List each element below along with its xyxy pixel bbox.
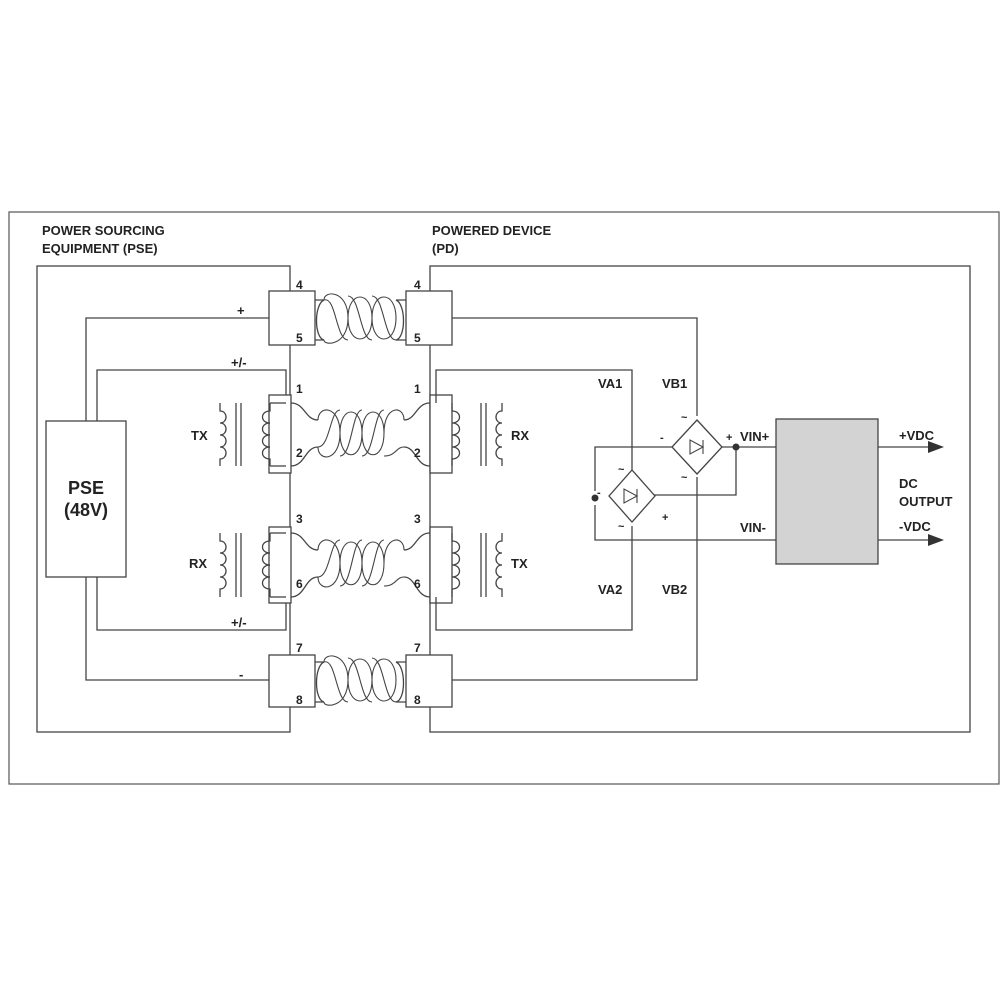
- pd-rx-label: RX: [511, 428, 529, 443]
- pse-box-label: PSE: [68, 478, 104, 498]
- pse-minus-label: -: [239, 667, 243, 682]
- pse-pin-4: 4: [296, 278, 303, 292]
- pse-section-title-line2: EQUIPMENT (PSE): [42, 241, 158, 256]
- bridge-a-tilde-top: ~: [618, 464, 625, 476]
- pse-wiring: [85, 317, 287, 681]
- pd-section-title-line1: POWERED DEVICE: [432, 223, 552, 238]
- minus-vdc-label: -VDC: [899, 519, 931, 534]
- outer-frame: [8, 211, 1000, 785]
- pse-section-title-line1: POWER SOURCING: [42, 223, 165, 238]
- bridge-a-tilde-bottom: ~: [618, 521, 625, 533]
- pse-pin-6: 6: [296, 577, 303, 591]
- pse-rx-transformer: [219, 532, 286, 598]
- bridge-rectifier-a: [608, 469, 656, 523]
- pse-pin-8: 8: [296, 693, 303, 707]
- pair-3-6-cable: [268, 526, 453, 604]
- pse-plus-label: +: [237, 303, 245, 318]
- vin-minus-label: VIN-: [740, 520, 766, 535]
- dc-output-arrows: [878, 441, 944, 546]
- plus-vdc-label: +VDC: [899, 428, 935, 443]
- pd-pin-1: 1: [414, 382, 421, 396]
- bridge-b-minus: -: [660, 432, 664, 444]
- bridge-b-tilde-top: ~: [681, 412, 688, 424]
- pse-voltage-label: (48V): [64, 500, 108, 520]
- dc-output-label-line2: OUTPUT: [899, 494, 953, 509]
- bridge-a-plus: +: [662, 512, 668, 524]
- pse-pin-3: 3: [296, 512, 303, 526]
- dc-output-label-line1: DC: [899, 476, 918, 491]
- bridge-negative-junction-dot: [591, 494, 599, 502]
- pd-pin-6: 6: [414, 577, 421, 591]
- vb2-label: VB2: [662, 582, 687, 597]
- pd-pin-4: 4: [414, 278, 421, 292]
- pse-pin-5: 5: [296, 331, 303, 345]
- pd-pin-2: 2: [414, 446, 421, 460]
- bridge-b-tilde-bottom: ~: [681, 472, 688, 484]
- pd-tx-label: TX: [511, 556, 528, 571]
- pd-section-title-line2: (PD): [432, 241, 459, 256]
- pd-pin-3: 3: [414, 512, 421, 526]
- pse-tx-label: TX: [191, 428, 208, 443]
- pse-plus-minus-lower-label: +/-: [231, 615, 247, 630]
- bridge-rectifier-b: [671, 419, 723, 475]
- pse-pin-2: 2: [296, 446, 303, 460]
- vin-plus-label: VIN+: [740, 429, 770, 444]
- pd-pin-7: 7: [414, 641, 421, 655]
- pd-wiring: [435, 317, 776, 681]
- va1-label: VA1: [598, 376, 622, 391]
- pd-tx-transformer: [451, 533, 503, 597]
- pair-1-2-cable: [268, 394, 453, 474]
- dc-dc-converter: [775, 418, 879, 565]
- pd-rx-transformer: [451, 403, 503, 466]
- vb1-label: VB1: [662, 376, 687, 391]
- pse-tx-transformer: [219, 402, 286, 467]
- pair-7-8-cable: [268, 654, 453, 708]
- pse-rx-label: RX: [189, 556, 207, 571]
- pse-power-source: [45, 420, 127, 578]
- va2-label: VA2: [598, 582, 622, 597]
- bridge-a-minus: -: [597, 487, 601, 499]
- pse-pin-1: 1: [296, 382, 303, 396]
- pse-plus-minus-upper-label: +/-: [231, 355, 247, 370]
- bridge-b-plus: +: [726, 432, 732, 444]
- pse-section-frame: [36, 265, 291, 733]
- pd-pin-8: 8: [414, 693, 421, 707]
- pd-pin-5: 5: [414, 331, 421, 345]
- pair-4-5-cable: [268, 290, 453, 346]
- pd-section-frame: [429, 265, 971, 733]
- vin-plus-junction-dot: [732, 443, 740, 451]
- pse-pin-7: 7: [296, 641, 303, 655]
